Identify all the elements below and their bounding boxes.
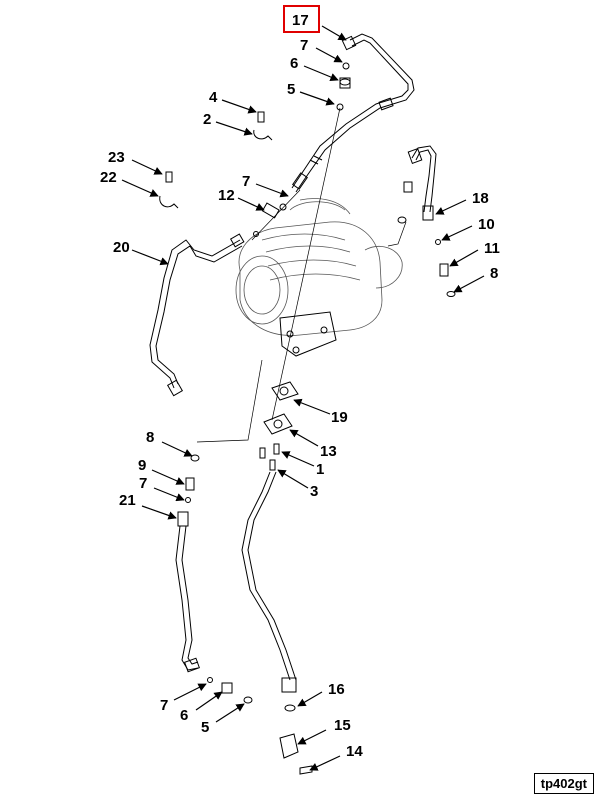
callout-19: 19	[331, 409, 348, 426]
clamp-parts	[159, 111, 273, 209]
callout-7: 7	[139, 475, 147, 492]
callout-labels: 17 7 6 5 4 2 23 22 7 12 20 18 10 11 8 19…	[100, 5, 500, 760]
callout-12: 12	[218, 187, 235, 204]
callout-8: 8	[490, 265, 498, 282]
callout-22: 22	[100, 169, 117, 186]
turbocharger-outline	[235, 198, 403, 357]
callout-20: 20	[113, 239, 130, 256]
callout-3: 3	[310, 483, 318, 500]
callout-4: 4	[209, 89, 218, 106]
callout-7: 7	[300, 37, 308, 54]
callout-5: 5	[201, 719, 209, 736]
callout-14: 14	[346, 743, 363, 760]
callout-1: 1	[316, 461, 324, 478]
oil-drain-line	[241, 471, 313, 775]
callout-15: 15	[334, 717, 351, 734]
callout-9: 9	[138, 457, 146, 474]
callout-7: 7	[242, 173, 250, 190]
coolant-line-21	[175, 454, 253, 704]
fitting-12	[261, 202, 287, 219]
oil-supply-line	[291, 33, 415, 193]
callout-17: 17	[292, 12, 309, 29]
coolant-line-18	[397, 145, 456, 297]
callout-6: 6	[180, 707, 188, 724]
fitting-stack-upper	[336, 62, 351, 111]
callout-8: 8	[146, 429, 154, 446]
gaskets-and-bolts	[259, 381, 299, 471]
callout-2: 2	[203, 111, 211, 128]
coolant-line-20	[149, 231, 259, 397]
callout-5: 5	[287, 81, 295, 98]
callout-13: 13	[320, 443, 337, 460]
highlight-box	[283, 5, 320, 33]
callout-leaders	[121, 25, 485, 771]
callout-6: 6	[290, 55, 298, 72]
figure-id-label: tp402gt	[533, 773, 594, 794]
callout-16: 16	[328, 681, 345, 698]
callout-21: 21	[119, 492, 136, 509]
callout-7: 7	[160, 697, 168, 714]
callout-11: 11	[484, 240, 500, 257]
callout-23: 23	[108, 149, 125, 166]
callout-10: 10	[478, 216, 495, 233]
reference-lines	[196, 107, 407, 443]
callout-18: 18	[472, 190, 489, 207]
